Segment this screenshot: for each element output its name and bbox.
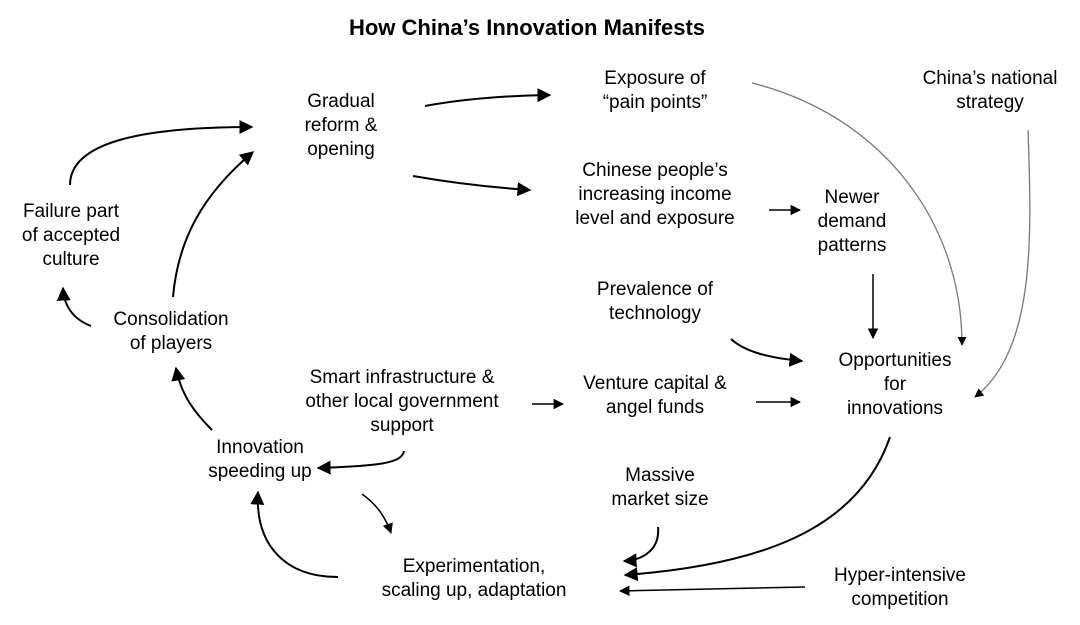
market-size-line: Massive [625, 465, 695, 486]
market-size-line: market size [611, 489, 708, 510]
smart-infra-line: Smart infrastructure & [310, 367, 495, 388]
opportunities-line: innovations [847, 398, 943, 419]
node-gradual-reform: Gradual reform & opening [305, 91, 378, 160]
arrow-reform-to-income [412, 175, 532, 197]
node-smart-infra: Smart infrastructure & other local govern… [305, 367, 499, 436]
arrow-consolidation-to-reform [172, 151, 255, 298]
node-income-level: Chinese people’s increasing income level a… [575, 160, 735, 229]
smart-infra-line: other local government [305, 391, 499, 412]
node-venture-capital: Venture capital & angel funds [583, 373, 727, 418]
arrow-strategy-to-opportunities [974, 129, 1031, 398]
arrow-opportunities-to-experimentation [623, 436, 891, 582]
arrow-infra-to-innovation [316, 450, 405, 475]
income-level-line: Chinese people’s [582, 160, 727, 181]
innovation-speed-line: Innovation [216, 437, 304, 458]
node-pain-points: Exposure of “pain points” [603, 68, 708, 113]
venture-capital-line: angel funds [606, 397, 704, 418]
node-national-strategy: China’s national strategy [923, 68, 1058, 113]
failure-culture-line: Failure part [23, 201, 120, 222]
arrow-technology-to-opportunities [730, 338, 804, 367]
smart-infra-line: support [370, 415, 434, 436]
prevalence-tech-line: Prevalence of [597, 279, 714, 300]
node-market-size: Massive market size [611, 465, 708, 510]
arrow-experimentation-to-innovation [250, 490, 339, 578]
consolidation-line: Consolidation [113, 309, 228, 330]
node-opportunities: Opportunities for innovations [838, 350, 951, 419]
arrow-market-to-experimentation [622, 526, 660, 568]
gradual-reform-line: opening [307, 139, 375, 160]
arrow-competition-to-experimentation [618, 585, 806, 597]
arrow-pain-points-to-opportunities [751, 82, 967, 346]
node-innovation-speed: Innovation speeding up [208, 437, 312, 482]
innovation-speed-line: speeding up [208, 461, 312, 482]
node-experimentation: Experimentation, scaling up, adaptation [382, 556, 567, 601]
node-competition: Hyper-intensive competition [834, 565, 966, 610]
node-newer-demand: Newer demand patterns [818, 187, 887, 256]
gradual-reform-line: Gradual [307, 91, 375, 112]
national-strategy-line: China’s national [923, 68, 1058, 89]
node-failure-culture: Failure part of accepted culture [22, 201, 120, 270]
opportunities-line: Opportunities [838, 350, 951, 371]
node-prevalence-tech: Prevalence of technology [597, 279, 714, 324]
venture-capital-line: Venture capital & [583, 373, 727, 394]
experimentation-line: scaling up, adaptation [382, 580, 567, 601]
arrow-innovation-to-experimentation [361, 493, 393, 534]
newer-demand-line: demand [818, 211, 887, 232]
income-level-line: level and exposure [575, 208, 735, 229]
gradual-reform-line: reform & [305, 115, 378, 136]
prevalence-tech-line: technology [609, 303, 701, 324]
experimentation-line: Experimentation, [403, 556, 546, 577]
newer-demand-line: Newer [825, 187, 881, 208]
pain-points-line: “pain points” [603, 92, 708, 113]
node-consolidation: Consolidation of players [113, 309, 228, 354]
newer-demand-line: patterns [818, 235, 887, 256]
competition-line: competition [851, 589, 948, 610]
arrow-reform-to-pain-points [424, 88, 552, 107]
diagram-title: How China’s Innovation Manifests [349, 15, 705, 40]
competition-line: Hyper-intensive [834, 565, 966, 586]
arrow-failure-to-reform [69, 120, 254, 186]
national-strategy-line: strategy [956, 92, 1024, 113]
consolidation-line: of players [130, 333, 212, 354]
opportunities-line: for [884, 374, 907, 395]
failure-culture-line: of accepted [22, 225, 120, 246]
income-level-line: increasing income [578, 184, 731, 205]
arrow-innovation-to-consolidation [171, 366, 213, 431]
pain-points-line: Exposure of [604, 68, 706, 89]
arrow-consolidation-to-failure [56, 286, 92, 327]
failure-culture-line: culture [42, 249, 99, 270]
